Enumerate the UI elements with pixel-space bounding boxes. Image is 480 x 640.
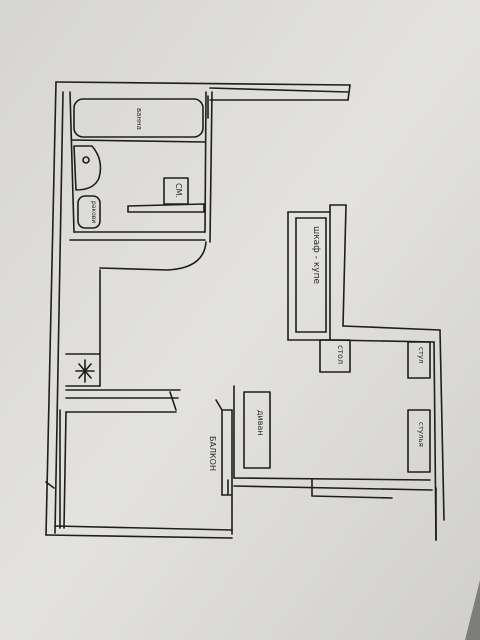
asterisk-icon — [75, 359, 95, 383]
right-room — [227, 204, 445, 541]
outer-walls — [45, 81, 351, 539]
bath-label: ванна — [135, 108, 143, 130]
stool-2-icon — [407, 409, 431, 473]
balcony-label: БАЛКОН — [208, 436, 217, 471]
hallway — [65, 241, 207, 411]
table-icon — [319, 339, 351, 373]
living-room — [45, 399, 233, 535]
sink-icon — [77, 195, 101, 229]
sofa-icon — [243, 391, 271, 469]
sink-label: ракови — [90, 201, 97, 224]
stool-2-label: стулья — [417, 422, 425, 447]
sofa-label: диван — [256, 410, 265, 436]
table-label: стол — [336, 345, 345, 365]
bathroom — [69, 91, 213, 243]
toilet-icon — [73, 145, 102, 191]
washing-machine-label: СМ. — [174, 183, 183, 199]
closet-label: шкаф - купе — [311, 226, 321, 285]
stool-1-icon — [407, 341, 431, 379]
bathtub-icon — [73, 98, 204, 138]
stool-1-label: стул — [417, 347, 425, 364]
